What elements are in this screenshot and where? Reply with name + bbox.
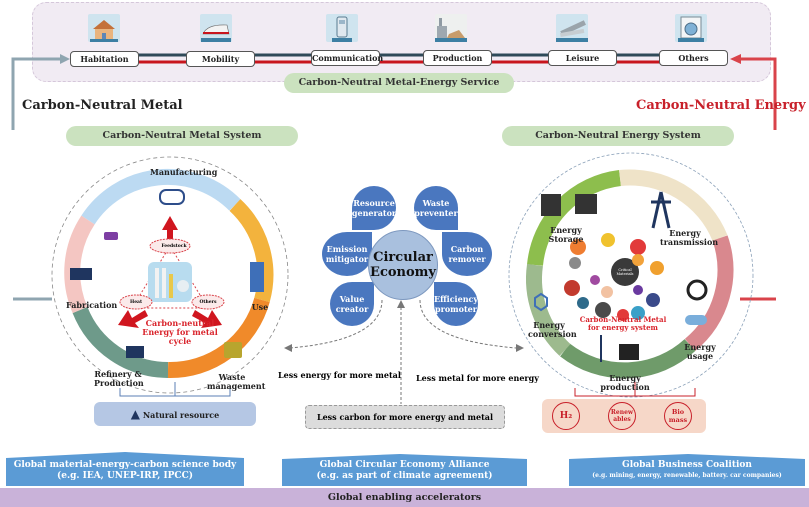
critical-materials-label: Critical Materials <box>616 268 634 276</box>
metal-heading: Carbon-Neutral Metal <box>22 98 183 113</box>
metal-system-title: Carbon-Neutral Metal System <box>66 126 298 146</box>
energy-heading: Carbon-Neutral Energy <box>636 98 806 113</box>
arc-fabrication <box>64 215 95 314</box>
service-title: Carbon-Neutral Metal-Energy Service <box>284 73 514 93</box>
petal-carbon-remover: Carbon remover <box>442 232 492 276</box>
arc-production <box>560 338 696 379</box>
label-fabrication: Fabrication <box>66 300 118 310</box>
label-use: Use <box>251 302 269 312</box>
energy-arrow <box>740 57 777 130</box>
building-icon <box>250 262 264 292</box>
leisure-icon <box>556 14 588 42</box>
enabling-accelerators-base: Global enabling accelerators <box>0 488 809 507</box>
label-energy-usage: Energy usage <box>684 342 716 361</box>
label-energy-storage: Energy Storage <box>548 225 584 244</box>
label-feedstock: Feedstock <box>161 244 187 249</box>
pillar-science-body: Global material-energy-carbon science bo… <box>6 460 244 482</box>
transmission-tower-icon <box>651 191 671 229</box>
pillar-business-coalition: Global Business Coalition (e.g. mining, … <box>569 460 805 480</box>
label-manufacturing: Manufacturing <box>150 167 218 177</box>
natural-resource: ▲ Natural resource <box>94 402 256 426</box>
arc-conversion <box>526 263 571 356</box>
energy-system-title: Carbon-Neutral Energy System <box>502 126 734 146</box>
service-band <box>32 2 771 82</box>
arc-storage <box>527 170 622 266</box>
train-icon <box>200 14 232 42</box>
service-node-leisure: Leisure <box>548 50 617 66</box>
conversion-icon <box>534 292 548 312</box>
element-bubbles <box>564 233 664 321</box>
critical-materials-bubble <box>611 258 639 286</box>
service-node-communication: Communication <box>311 50 383 66</box>
petal-value-creator: Value creator <box>330 282 374 326</box>
storage-icon <box>541 194 561 216</box>
source-renewables: Renewables <box>608 402 636 430</box>
pillar-circular-alliance: Global Circular Economy Alliance (e.g. a… <box>282 460 527 482</box>
service-node-habitation: Habitation <box>70 51 139 67</box>
less-energy-label: Less energy for more metal <box>278 370 401 380</box>
metal-cycle-boundary <box>51 156 289 394</box>
ev-car-icon <box>159 189 185 205</box>
energy-cycle <box>508 152 754 398</box>
label-energy-conversion: Energy conversion <box>528 320 577 339</box>
feedstock-arrow <box>162 216 178 242</box>
metal-arrow <box>11 57 62 130</box>
metal-arrow-link <box>13 297 52 301</box>
arc-usage <box>684 235 734 352</box>
arc-refinery <box>72 306 169 378</box>
petal-waste-preventer: Waste preventer <box>414 186 458 230</box>
label-energy-transmission: Energy transmission <box>660 228 719 247</box>
phone-icon <box>326 14 358 42</box>
label-refinery: Refinery & Production <box>94 369 144 388</box>
house-icon <box>88 14 120 42</box>
arc-manufacturing <box>81 168 241 225</box>
petal-resource-generator: Resource generator <box>352 186 396 230</box>
less-carbon-box: Less carbon for more energy and metal <box>305 405 505 429</box>
circular-economy-hub: Circular Economy <box>368 230 438 300</box>
battery-icon <box>104 232 118 240</box>
metal-cycle <box>51 156 289 397</box>
petal-efficiency-promoter: Efficiency promoter <box>434 282 478 326</box>
metal-arrowhead <box>60 54 70 64</box>
service-node-mobility: Mobility <box>186 51 255 67</box>
hydro-icon <box>575 194 597 214</box>
factory-icon <box>435 14 467 42</box>
petal-emission-mitigator: Emission mitigator <box>322 232 372 276</box>
service-node-production: Production <box>423 50 492 66</box>
fabrication-icon <box>70 268 92 280</box>
service-node-others: Others <box>659 50 728 66</box>
label-heat: Heat <box>129 300 143 305</box>
center-arrows <box>284 300 524 404</box>
solar-panel-icon <box>619 344 639 360</box>
source-hydrogen: H₂ <box>552 402 580 430</box>
washing-machine-icon <box>675 14 707 42</box>
less-metal-label: Less metal for more energy <box>416 373 539 383</box>
recycle-bin-icon <box>224 342 242 358</box>
arc-transmission <box>619 169 728 242</box>
source-biomass: Bio mass <box>664 402 692 430</box>
heat-arrow <box>118 310 148 328</box>
label-energy-production: Energy production <box>600 373 650 392</box>
arc-use <box>229 199 274 303</box>
label-energy-caption: Carbon-Neutral Metal for energy system <box>579 315 667 332</box>
energy-arrow-link <box>740 297 776 301</box>
ev-car-icon-right <box>685 315 707 325</box>
mine-cart-icon: ▲ <box>130 407 141 421</box>
refinery-icon <box>126 346 144 358</box>
energy-sources-box: H₂ Renewables Bio mass <box>542 399 706 433</box>
label-metal-energy-caption: Carbon-neutral Energy for metal cycle <box>142 318 218 346</box>
energy-usage-icon <box>686 279 708 301</box>
label-others: Others <box>199 300 217 305</box>
energy-arrowhead <box>730 54 741 64</box>
energy-cycle-boundary <box>508 152 754 398</box>
label-waste-management: Waste management <box>207 372 266 391</box>
others-arrow <box>192 310 222 328</box>
